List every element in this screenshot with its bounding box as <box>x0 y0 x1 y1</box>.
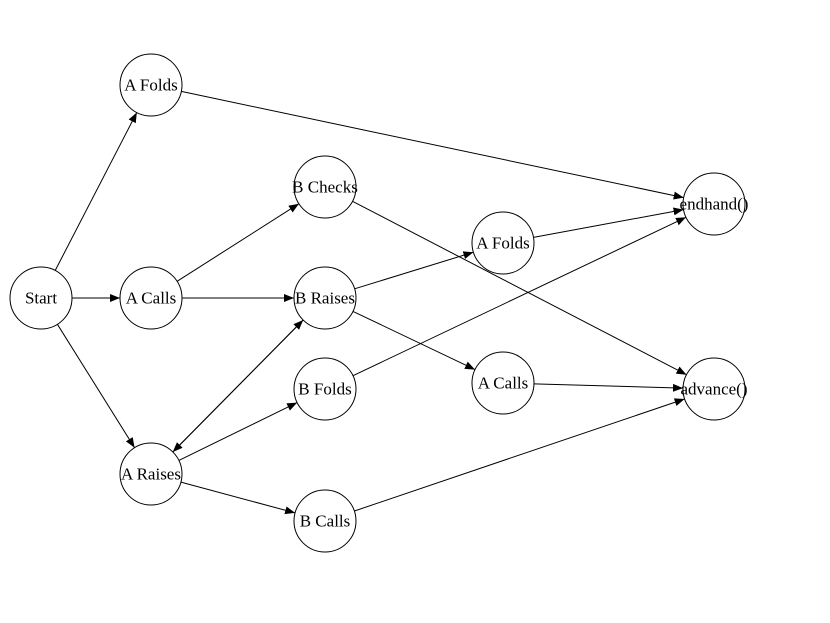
node-label: Start <box>25 289 57 308</box>
node-circle <box>293 489 357 553</box>
node-circle <box>471 211 535 275</box>
node-start: Start <box>9 266 73 330</box>
node-circle <box>9 266 73 330</box>
node-b-raises: B Raises <box>293 266 357 330</box>
edge-start-to-a-folds-1 <box>54 112 138 271</box>
node-circle <box>293 266 357 330</box>
node-circle <box>119 266 183 330</box>
node-label: A Calls <box>478 374 529 393</box>
node-a-calls-2: A Calls <box>471 351 535 415</box>
node-a-calls-1: A Calls <box>119 266 183 330</box>
edge-b-raises-to-a-calls-2 <box>352 310 476 371</box>
node-a-folds-1: A Folds <box>119 53 183 117</box>
node-endhand: endhand() <box>680 172 749 236</box>
node-label: A Folds <box>124 76 177 95</box>
node-b-calls: B Calls <box>293 489 357 553</box>
node-label: A Calls <box>126 289 177 308</box>
node-label: A Folds <box>476 234 529 253</box>
edge-a-raises-to-b-folds <box>178 402 298 461</box>
edge-a-folds-2-to-endhand <box>533 207 684 238</box>
node-label: B Raises <box>295 289 355 308</box>
edge-a-raises-to-b-raises <box>172 319 304 453</box>
node-label: B Checks <box>292 178 358 197</box>
nodes: Start A Folds A Calls A Raises B Checks B Rai… <box>9 53 749 553</box>
edge-a-calls-2-to-advance <box>533 383 684 392</box>
node-label: advance() <box>680 380 747 399</box>
node-label: B Calls <box>300 512 351 531</box>
node-circle <box>119 53 183 117</box>
node-circle <box>682 172 746 236</box>
edge-start-to-a-raises <box>56 324 136 448</box>
node-b-folds: B Folds <box>293 357 357 421</box>
node-circle <box>682 357 746 421</box>
node-label: endhand() <box>680 195 749 214</box>
edge-a-calls-1-to-b-checks <box>176 203 300 282</box>
node-a-folds-2: A Folds <box>471 211 535 275</box>
node-label: B Folds <box>298 380 351 399</box>
edge-a-folds-1-to-endhand <box>181 90 684 200</box>
edge-b-folds-to-endhand <box>352 216 687 377</box>
edge-b-checks-to-advance <box>352 200 687 376</box>
node-circle <box>293 357 357 421</box>
edges <box>54 90 687 515</box>
node-a-raises: A Raises <box>119 442 183 506</box>
node-circle <box>119 442 183 506</box>
node-circle <box>471 351 535 415</box>
node-label: A Raises <box>121 465 181 484</box>
edge-a-raises-to-b-calls <box>180 481 296 515</box>
node-circle <box>293 155 357 219</box>
edge-b-raises-to-a-folds-2 <box>354 251 474 290</box>
node-b-checks: B Checks <box>292 155 358 219</box>
node-advance: advance() <box>680 357 748 421</box>
edge-b-calls-to-advance <box>354 398 685 512</box>
